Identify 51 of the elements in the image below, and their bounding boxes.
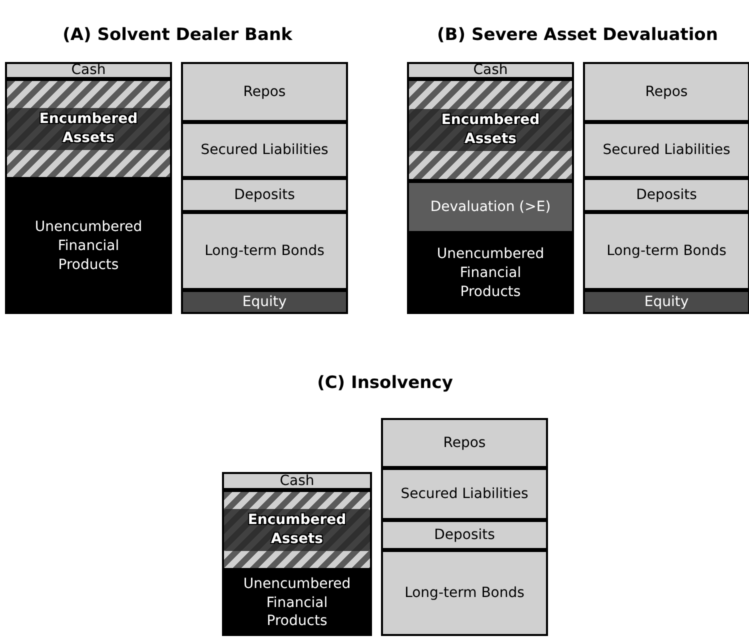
asset-segment <box>5 79 172 179</box>
asset-segment <box>222 570 372 636</box>
devaluation-segment <box>407 181 574 233</box>
segment-label: Equity <box>241 292 288 312</box>
asset-segment <box>222 490 372 570</box>
panel-title: (A) Solvent Dealer Bank <box>62 25 294 45</box>
liability-segment <box>181 122 348 178</box>
segment-label: Secured Liabilities <box>602 140 732 160</box>
segment-label: Encumbered Assets <box>224 509 370 551</box>
liability-segment <box>381 468 548 520</box>
segment-label: Long-term Bonds <box>404 584 526 602</box>
liability-segment <box>583 178 749 212</box>
segment-label: Repos <box>644 82 689 102</box>
segment-label: Encumbered Assets <box>7 108 170 150</box>
liability-segment <box>583 62 749 122</box>
liability-segment <box>181 178 348 212</box>
liability-segment <box>381 550 548 636</box>
segment-label: Repos <box>242 82 287 102</box>
segment-label: Devaluation (>E) <box>429 198 552 216</box>
segment-label: Long-term Bonds <box>606 242 728 260</box>
segment-label: Repos <box>442 434 487 452</box>
segment-label: Cash <box>472 61 509 80</box>
equity-segment <box>583 290 749 314</box>
asset-segment <box>222 472 372 490</box>
liability-segment <box>381 520 548 550</box>
asset-segment <box>5 179 172 314</box>
segment-label: Deposits <box>635 186 698 204</box>
liability-segment <box>181 62 348 122</box>
liability-segment <box>381 418 548 468</box>
segment-label: Unencumbered Financial Products <box>436 245 546 302</box>
panel-title: (C) Insolvency <box>316 373 454 393</box>
equity-segment <box>181 290 348 314</box>
segment-label: Secured Liabilities <box>200 140 330 160</box>
asset-segment <box>407 79 574 181</box>
asset-segment <box>407 62 574 79</box>
liability-segment <box>583 212 749 290</box>
segment-label: Long-term Bonds <box>204 242 326 260</box>
segment-label: Cash <box>278 472 316 490</box>
segment-label: Cash <box>70 61 107 80</box>
segment-label: Equity <box>643 292 690 312</box>
asset-segment <box>407 233 574 314</box>
segment-label: Unencumbered Financial Products <box>34 218 144 275</box>
liability-segment <box>583 122 749 178</box>
segment-label: Deposits <box>433 526 496 544</box>
segment-label: Secured Liabilities <box>400 484 530 504</box>
segment-label: Deposits <box>233 186 296 204</box>
panel-title: (B) Severe Asset Devaluation <box>436 25 719 45</box>
segment-label: Unencumbered Financial Products <box>242 574 352 632</box>
liability-segment <box>181 212 348 290</box>
segment-label: Encumbered Assets <box>409 109 572 151</box>
asset-segment <box>5 62 172 79</box>
